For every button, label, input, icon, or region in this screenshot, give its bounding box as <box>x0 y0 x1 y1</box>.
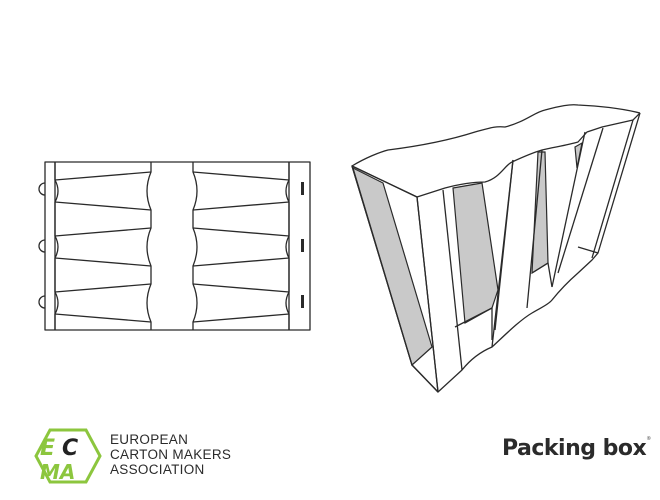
svg-text:C: C <box>62 436 78 461</box>
shaded-panel <box>352 166 433 367</box>
svg-text:E: E <box>40 436 55 461</box>
bottom-edge <box>437 112 641 393</box>
registered-mark: ® <box>646 436 651 442</box>
ecma-logo: E C MA <box>34 428 102 484</box>
diagram-title: Packing box® <box>502 436 651 461</box>
org-line: CARTON MAKERS <box>110 447 232 462</box>
side-cut-right <box>285 162 290 330</box>
panel-fold-lines <box>54 171 290 323</box>
flat-outline <box>44 161 311 331</box>
title-text: Packing box <box>502 436 647 461</box>
side-cut-left <box>54 162 59 330</box>
org-line: ASSOCIATION <box>110 462 205 477</box>
center-cut-right <box>192 162 198 330</box>
top-front-edge <box>416 112 641 198</box>
assembled-box <box>351 104 641 393</box>
svg-text:MA: MA <box>40 460 75 484</box>
locking-tabs <box>38 182 304 309</box>
shaded-panel <box>452 182 499 324</box>
flat-layout <box>38 161 311 331</box>
top-back-edge <box>351 104 641 167</box>
org-line: EUROPEAN <box>110 432 189 447</box>
center-cut-left <box>146 162 152 330</box>
organization-name: EUROPEAN CARTON MAKERS ASSOCIATION <box>110 432 231 477</box>
